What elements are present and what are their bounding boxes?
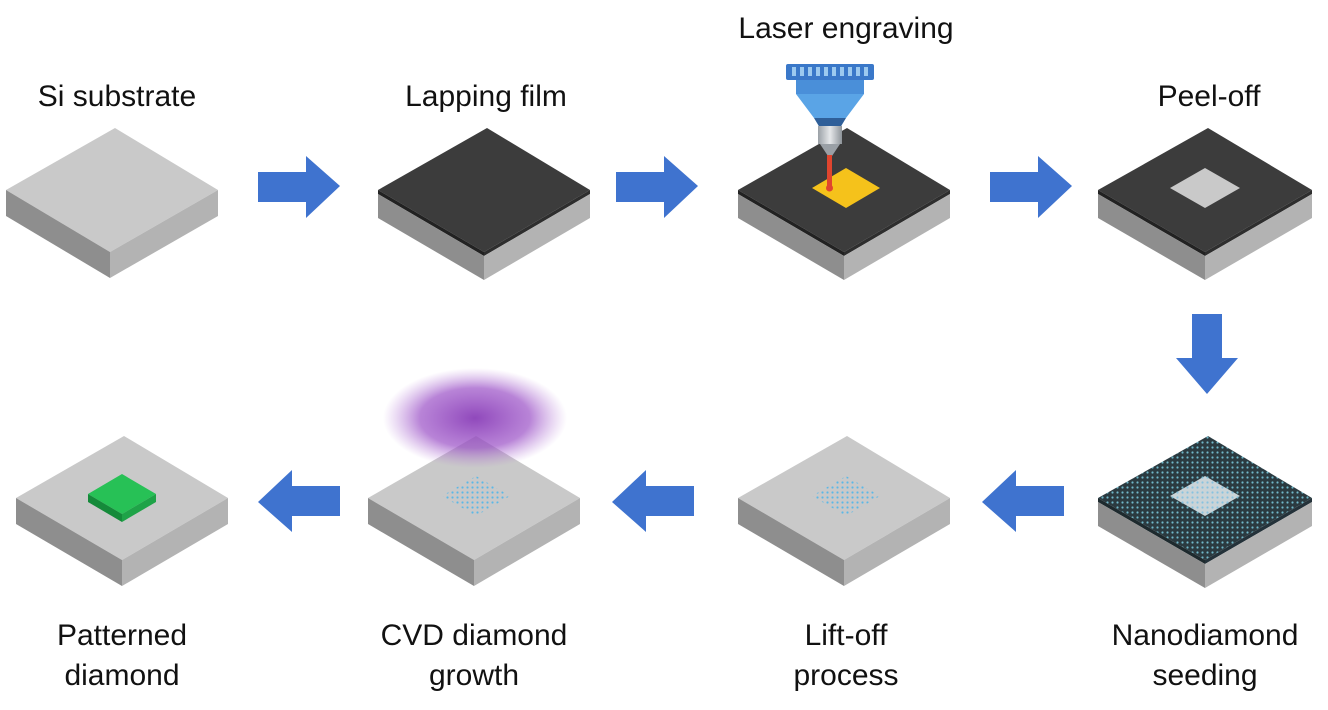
film-edge-right	[484, 190, 590, 256]
arrow-left-2	[612, 470, 694, 532]
step-label-line2: seeding	[1152, 659, 1257, 692]
block-left-face	[16, 498, 122, 586]
exposed-window	[1170, 168, 1240, 208]
block-top	[6, 128, 218, 252]
laser-beam	[826, 155, 833, 192]
block-right-face	[110, 190, 218, 278]
seed-pattern	[442, 476, 510, 516]
arrow-down	[1176, 314, 1238, 394]
step-lift-off: Lift-off process	[738, 436, 950, 692]
step-cvd-growth: CVD diamond growth	[368, 368, 580, 692]
step-label-line2: growth	[429, 659, 519, 692]
step-label: Lapping film	[405, 80, 567, 113]
diamond-pattern	[88, 474, 156, 522]
block-left-face	[738, 194, 844, 280]
seed-pattern	[812, 476, 880, 516]
seeded-block	[1098, 436, 1312, 588]
si-block	[738, 436, 950, 586]
plasma-glow	[383, 368, 567, 468]
film-edge	[378, 190, 484, 256]
step-label-line1: Lift-off	[805, 619, 888, 652]
arrow-left-3	[258, 470, 340, 532]
step-label: Laser engraving	[738, 12, 953, 45]
block-right-face	[844, 194, 950, 280]
film-block	[1098, 128, 1312, 280]
step-label-line1: Nanodiamond	[1112, 619, 1299, 652]
block-right-face	[122, 498, 228, 586]
block-left-face	[368, 498, 474, 586]
block-left-face	[378, 194, 484, 280]
step-label-line1: Patterned	[57, 619, 187, 652]
block-left-face	[1098, 194, 1205, 280]
block-right-face	[1205, 194, 1312, 280]
block-right-face	[474, 498, 580, 586]
block-left-face	[738, 498, 844, 586]
step-peel-off: Peel-off	[1098, 80, 1312, 280]
block-right-face	[1205, 502, 1312, 588]
si-block	[6, 128, 218, 278]
step-lapping-film: Lapping film	[378, 80, 590, 280]
step-label-line2: process	[793, 659, 898, 692]
block-right-face	[484, 194, 590, 280]
block-left-face	[1098, 502, 1205, 588]
arrow-right-1	[258, 156, 340, 218]
film-block	[378, 128, 590, 280]
step-si-substrate: Si substrate	[6, 80, 218, 278]
step-nanodiamond-seeding: Nanodiamond seeding	[1098, 436, 1312, 692]
arrow-right-3	[990, 156, 1072, 218]
arrow-left-1	[982, 470, 1064, 532]
block-right-face	[844, 498, 950, 586]
step-laser-engraving: Laser engraving	[738, 12, 954, 280]
step-label-line2: diamond	[64, 659, 179, 692]
film-block	[738, 128, 950, 280]
step-patterned-diamond: Patterned diamond	[16, 436, 228, 692]
step-label: Peel-off	[1158, 80, 1262, 113]
si-block	[368, 436, 580, 586]
step-label: Si substrate	[38, 80, 196, 113]
step-label-line1: CVD diamond	[381, 619, 568, 652]
laser-head-icon	[786, 64, 874, 156]
block-left-face	[6, 190, 110, 278]
arrow-right-2	[616, 156, 698, 218]
